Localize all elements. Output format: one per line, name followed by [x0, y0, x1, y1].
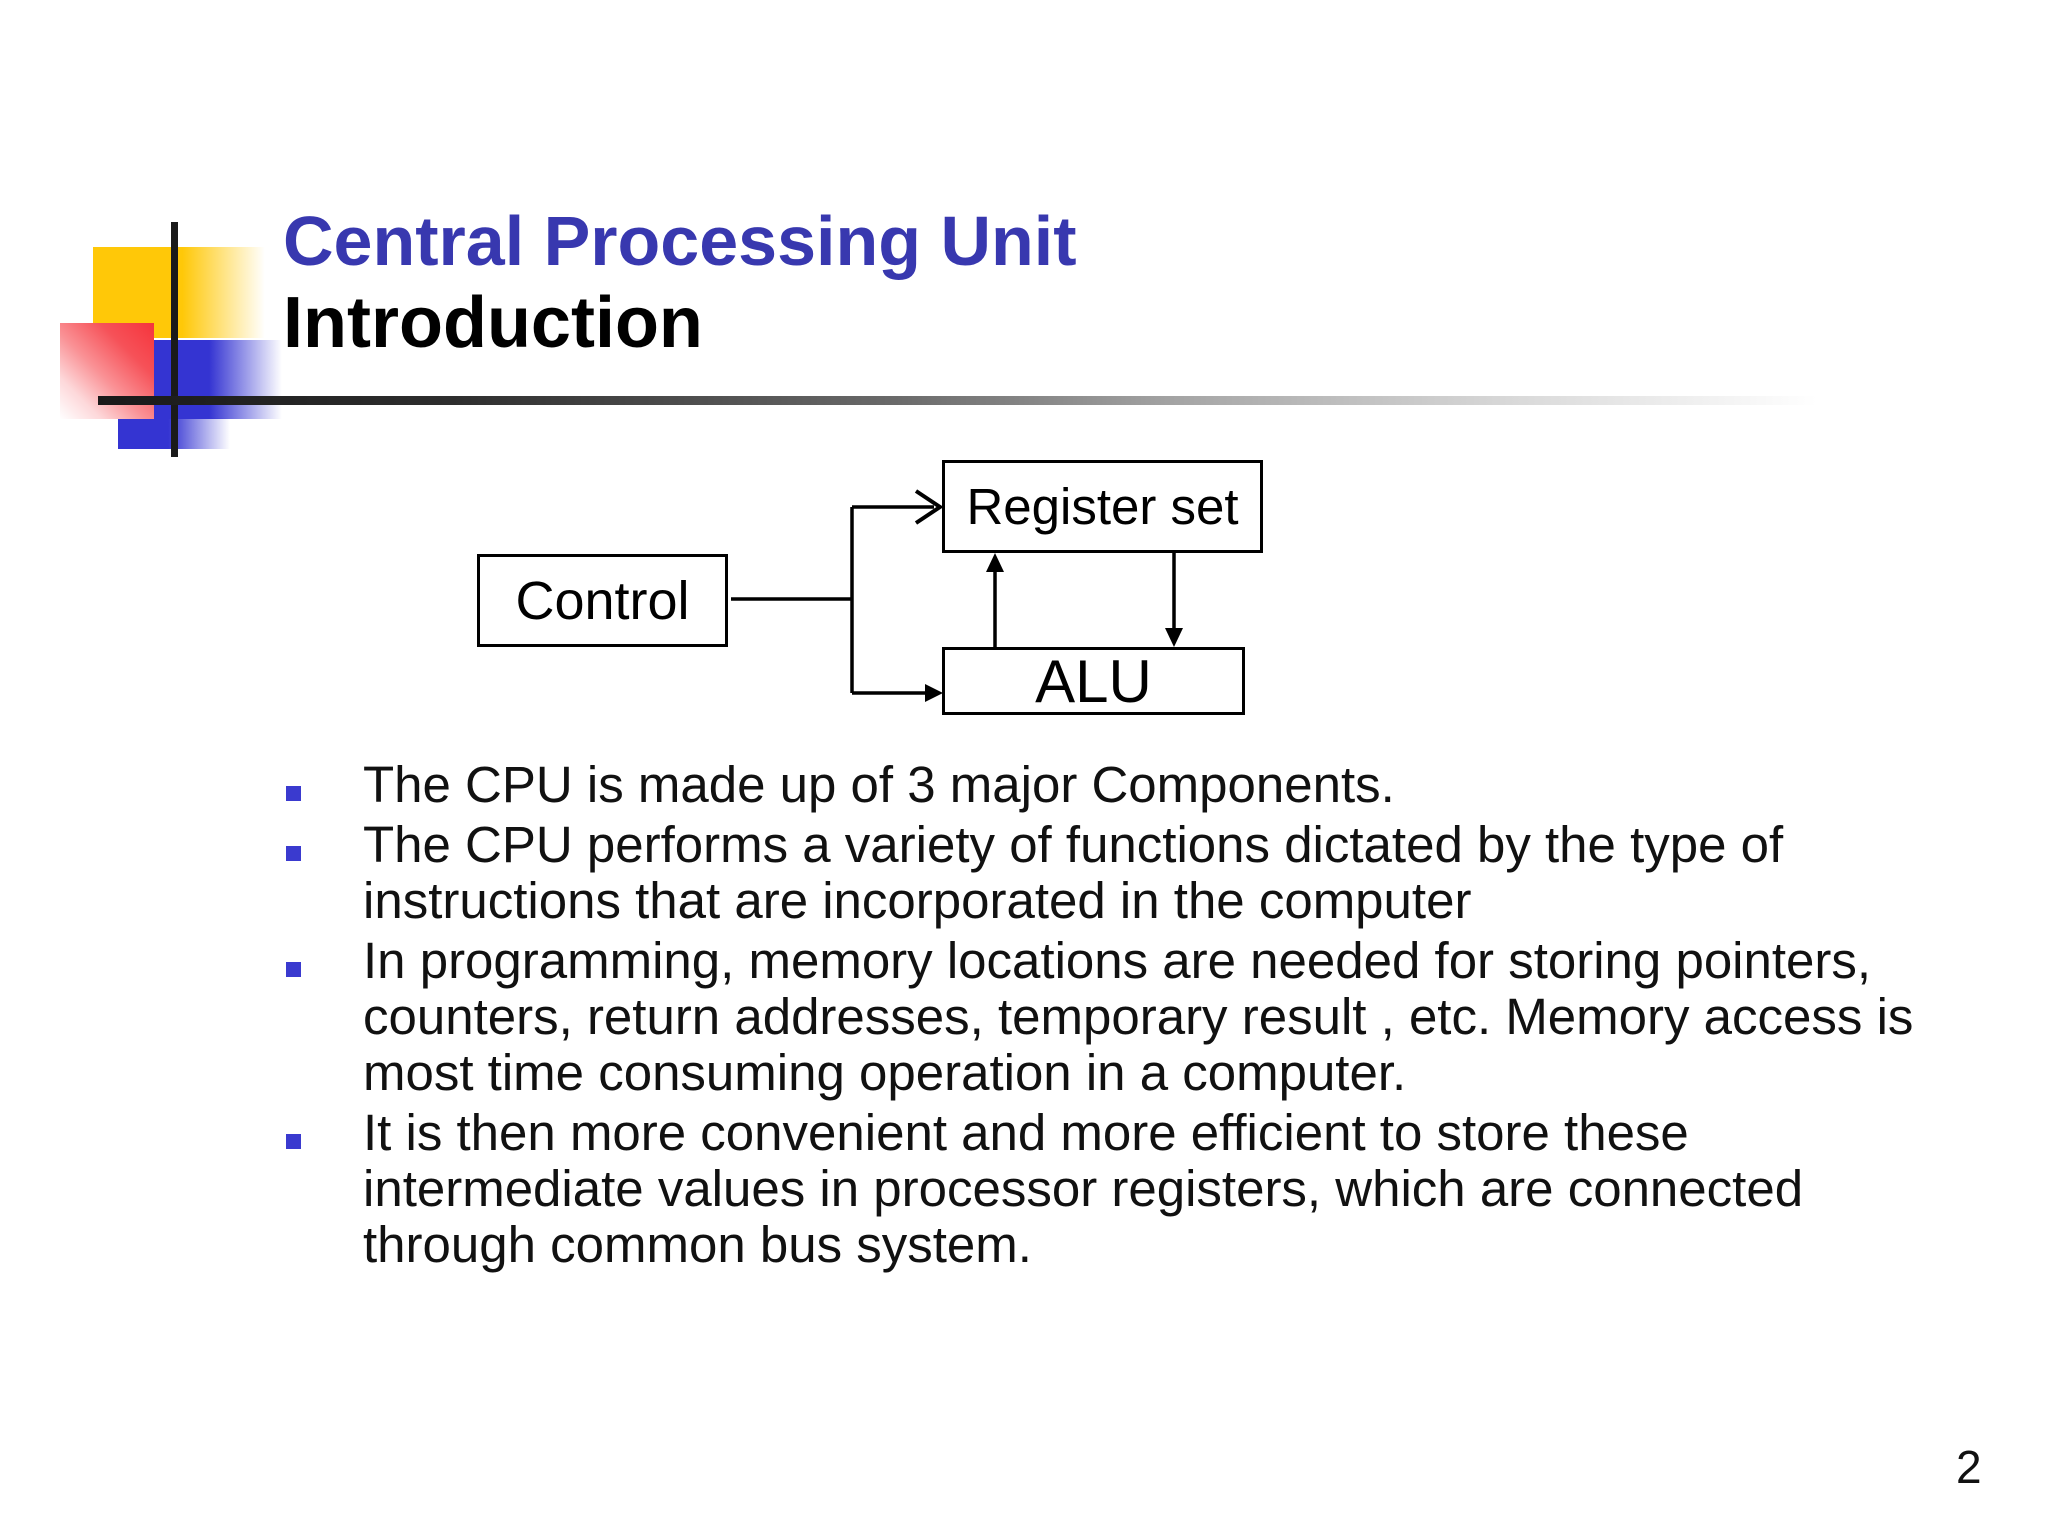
- bullet-square-icon: [286, 1134, 301, 1149]
- control-box: Control: [477, 554, 728, 647]
- bullet-text-line: It is then more convenient and more effi…: [363, 1104, 1689, 1161]
- register-set-label: Register set: [966, 478, 1239, 535]
- bullet-text-line: In programming, memory locations are nee…: [363, 932, 1872, 989]
- bullet-text-line: most time consuming operation in a compu…: [363, 1044, 1407, 1101]
- page-number: 2: [1956, 1441, 1982, 1493]
- alu-label: ALU: [1035, 647, 1152, 715]
- register-set-box: Register set: [942, 460, 1263, 553]
- bullet-square-icon: [286, 962, 301, 977]
- slide-subtitle: Introduction: [283, 283, 703, 363]
- logo-yellow-square: [93, 247, 265, 338]
- control-label: Control: [515, 570, 690, 631]
- bullet-text-line: instructions that are incorporated in th…: [363, 872, 1472, 929]
- bullet-item: In programming, memory locations are nee…: [286, 932, 1973, 1101]
- bullet-square-icon: [286, 786, 301, 801]
- bullet-text-line: through common bus system.: [363, 1216, 1032, 1273]
- bullet-text-line: The CPU is made up of 3 major Components…: [363, 756, 1395, 813]
- bullet-list: The CPU is made up of 3 major Components…: [286, 756, 1973, 1277]
- bullet-square-icon: [286, 846, 301, 861]
- alu-arrowhead-icon: [925, 684, 943, 702]
- slide-title: Central Processing Unit: [283, 202, 1077, 280]
- bullet-item: It is then more convenient and more effi…: [286, 1104, 1973, 1273]
- logo-vertical-line: [171, 222, 178, 457]
- header-divider-line: [98, 396, 1870, 405]
- bullet-item: The CPU performs a variety of functions …: [286, 816, 1973, 929]
- bullet-text-line: The CPU performs a variety of functions …: [363, 816, 1784, 873]
- bullet-text-line: intermediate values in processor registe…: [363, 1160, 1804, 1217]
- bullet-text-line: counters, return addresses, temporary re…: [363, 988, 1914, 1045]
- alu-box: ALU: [942, 647, 1245, 715]
- register-arrowhead-icon: [914, 489, 944, 525]
- up-arrowhead-icon: [986, 553, 1004, 572]
- bullet-item: The CPU is made up of 3 major Components…: [286, 756, 1973, 813]
- down-arrowhead-icon: [1165, 628, 1183, 647]
